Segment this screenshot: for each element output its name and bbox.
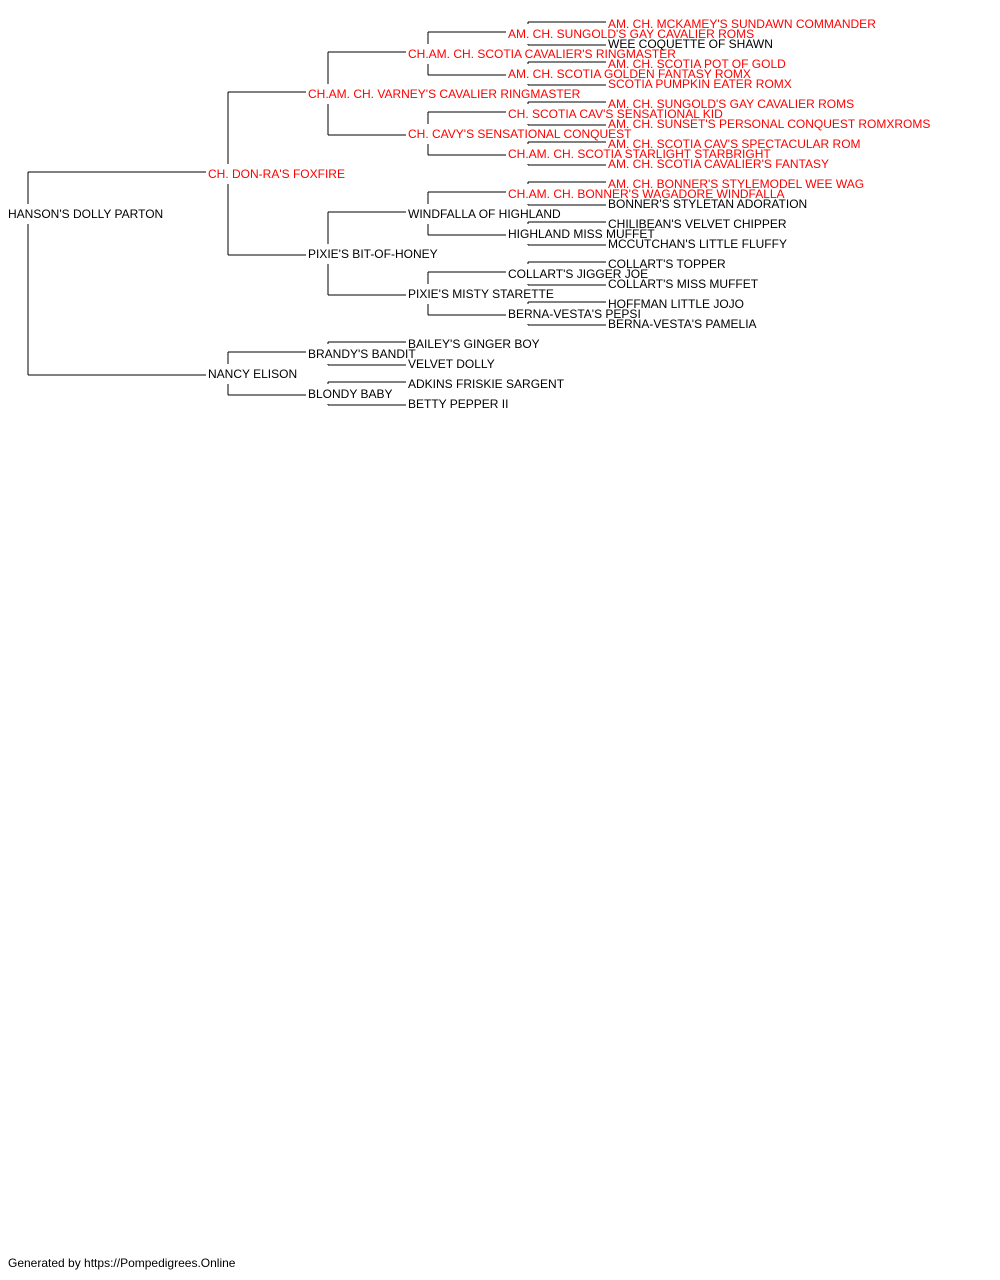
dog-name: AM. CH. SUNGOLD'S GAY CAVALIER ROMS — [608, 97, 854, 111]
dog-name: HANSON'S DOLLY PARTON — [8, 207, 163, 221]
dog-name: PIXIE'S MISTY STARETTE — [408, 287, 554, 301]
dog-name: AM. CH. SUNGOLD'S GAY CAVALIER ROMS — [508, 27, 754, 41]
dog-name: CHILIBEAN'S VELVET CHIPPER — [608, 217, 787, 231]
dog-name: BETTY PEPPER II — [408, 397, 508, 411]
dog-name: CH.AM. CH. SCOTIA CAVALIER'S RINGMASTER — [408, 47, 676, 61]
dog-name: CH. SCOTIA CAV'S SENSATIONAL KID — [508, 107, 723, 121]
dog-name: MCCUTCHAN'S LITTLE FLUFFY — [608, 237, 787, 251]
dog-name: PIXIE'S BIT-OF-HONEY — [308, 247, 438, 261]
dog-name: WINDFALLA OF HIGHLAND — [408, 207, 561, 221]
dog-name: BERNA-VESTA'S PEPSI — [508, 307, 641, 321]
dog-name: BERNA-VESTA'S PAMELIA — [608, 317, 757, 331]
dog-name: ADKINS FRISKIE SARGENT — [408, 377, 565, 391]
dog-name: AM. CH. SCOTIA POT OF GOLD — [608, 57, 786, 71]
dog-name: AM. CH. MCKAMEY'S SUNDAWN COMMANDER — [608, 17, 876, 31]
dog-name: CH.AM. CH. SCOTIA STARLIGHT STARBRIGHT — [508, 147, 771, 161]
dog-name: BONNER'S STYLETAN ADORATION — [608, 197, 807, 211]
dog-name: VELVET DOLLY — [408, 357, 495, 371]
dog-name: CH. DON-RA'S FOXFIRE — [208, 167, 345, 181]
dog-name: AM. CH. SCOTIA GOLDEN FANTASY ROMX — [508, 67, 751, 81]
dog-name: NANCY ELISON — [208, 367, 297, 381]
dog-name: CH.AM. CH. VARNEY'S CAVALIER RINGMASTER — [308, 87, 581, 101]
dog-name: HOFFMAN LITTLE JOJO — [608, 297, 744, 311]
dog-name: SCOTIA PUMPKIN EATER ROMX — [608, 77, 792, 91]
dog-name: AM. CH. SCOTIA CAVALIER'S FANTASY — [608, 157, 829, 171]
generator-credit: Generated by https://Pompedigrees.Online — [8, 1256, 236, 1270]
dog-name: AM. CH. SCOTIA CAV'S SPECTACULAR ROM — [608, 137, 861, 151]
pedigree-tree: HANSON'S DOLLY PARTON CH. DON-RA'S FOXFIR… — [8, 17, 930, 411]
dog-name: COLLART'S MISS MUFFET — [608, 277, 759, 291]
dog-name: AM. CH. SUNSET'S PERSONAL CONQUEST ROMXR… — [608, 117, 930, 131]
dog-name: BLONDY BABY — [308, 387, 392, 401]
dog-name: COLLART'S TOPPER — [608, 257, 726, 271]
dog-name: CH. CAVY'S SENSATIONAL CONQUEST — [408, 127, 632, 141]
dog-name: WEE COQUETTE OF SHAWN — [608, 37, 773, 51]
dog-name: CH.AM. CH. BONNER'S WAGADORE WINDFALLA — [508, 187, 785, 201]
dog-name: AM. CH. BONNER'S STYLEMODEL WEE WAG — [608, 177, 864, 191]
dog-name: BRANDY'S BANDIT — [308, 347, 416, 361]
dog-name: HIGHLAND MISS MUFFET — [508, 227, 655, 241]
dog-name: COLLART'S JIGGER JOE — [508, 267, 648, 281]
dog-name: BAILEY'S GINGER BOY — [408, 337, 540, 351]
